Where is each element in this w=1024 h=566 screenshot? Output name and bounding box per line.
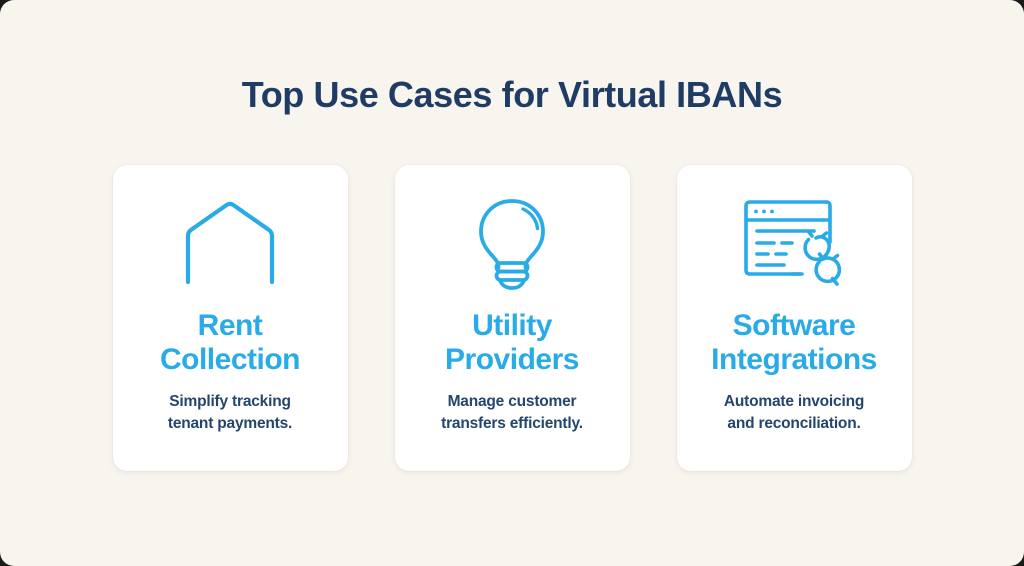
use-case-card-rent-collection[interactable]: Rent Collection Simplify tracking tenant… <box>112 165 348 471</box>
home-icon <box>175 195 285 293</box>
card-description: Simplify tracking tenant payments. <box>167 393 293 432</box>
card-title: Software Integrations <box>711 309 877 377</box>
use-case-card-list: Rent Collection Simplify tracking tenant… <box>0 165 1024 471</box>
card-title: Rent Collection <box>159 309 301 377</box>
card-title: Utility Providers <box>445 309 579 377</box>
lightbulb-icon <box>457 195 567 293</box>
card-description: Automate invoicing and reconciliation. <box>723 393 865 432</box>
page-title: Top Use Cases for Virtual IBANs <box>241 74 783 115</box>
use-case-card-software-integrations[interactable]: Software Integrations Automate invoicing… <box>676 165 912 471</box>
software-integration-icon <box>739 195 849 293</box>
use-case-card-utility-providers[interactable]: Utility Providers Manage customer transf… <box>394 165 630 471</box>
card-description: Manage customer transfers efficiently. <box>441 393 583 432</box>
